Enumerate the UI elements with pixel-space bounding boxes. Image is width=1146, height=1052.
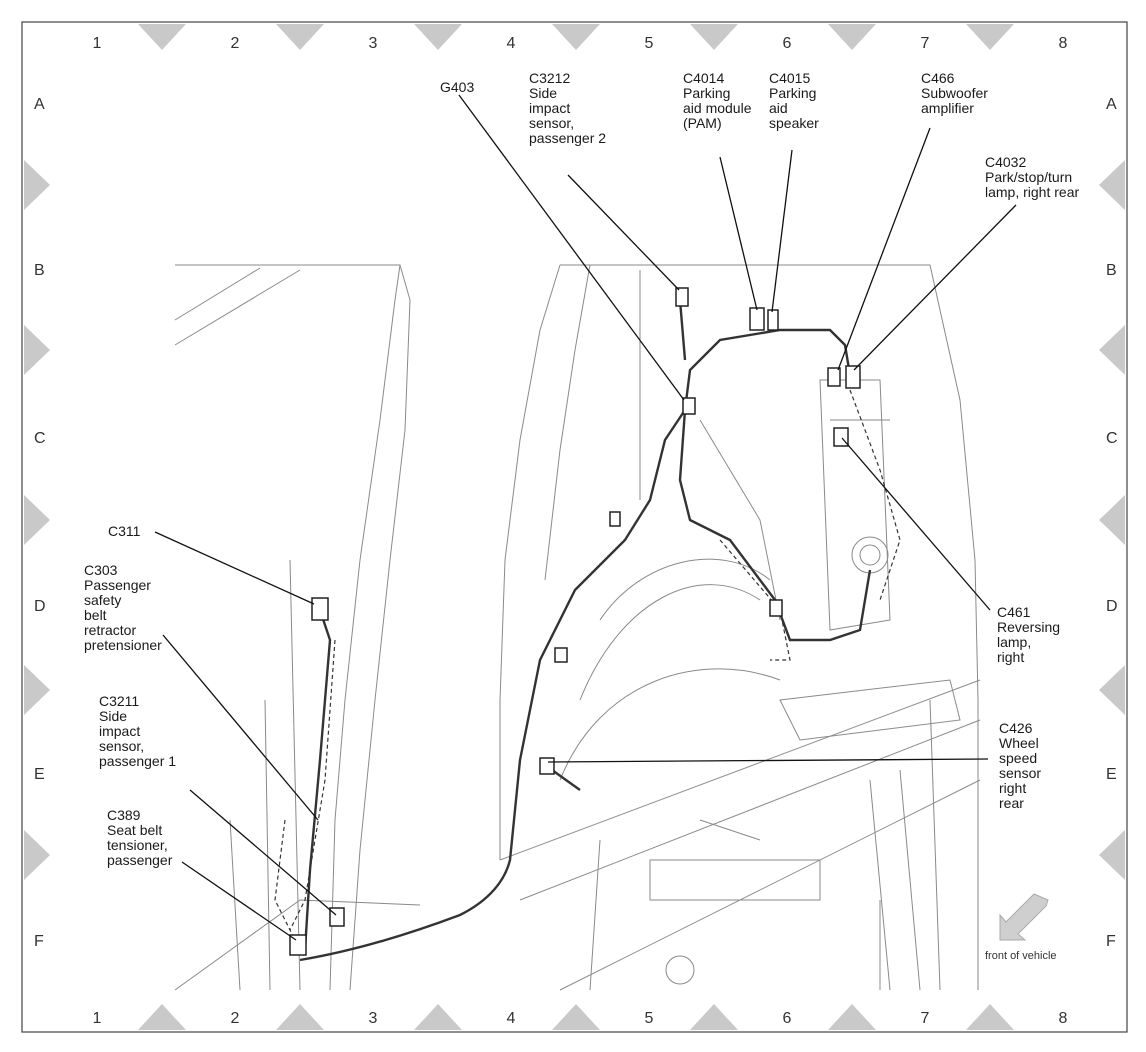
callout-c4014: C4014 Parking aid module (PAM) xyxy=(683,70,752,131)
callout-c466: C466 Subwoofer amplifier xyxy=(921,70,988,116)
callout-c4032: C4032 Park/stop/turn lamp, right rear xyxy=(985,154,1080,200)
grid-row-left-c: C xyxy=(34,430,46,447)
grid-col-bottom-8: 8 xyxy=(1058,1010,1068,1027)
grid-col-bottom-7: 7 xyxy=(920,1010,930,1027)
connectors xyxy=(289,287,861,956)
grid-col-top-3: 3 xyxy=(368,35,378,52)
hidden-wiring xyxy=(274,389,901,941)
callout-c461: C461 Reversing lamp, right xyxy=(997,604,1061,665)
grid-row-right-b: B xyxy=(1106,262,1117,279)
callout-c3211: C3211 Side impact sensor, passenger 1 xyxy=(99,693,177,769)
callout-g403: G403 xyxy=(440,79,475,95)
grid-col-bottom-1: 1 xyxy=(92,1010,102,1027)
grid-col-top-1: 1 xyxy=(92,35,102,52)
grid-col-bottom-2: 2 xyxy=(230,1010,240,1027)
grid-row-right-c: C xyxy=(1106,430,1118,447)
grid-col-top-7: 7 xyxy=(920,35,930,52)
grid-col-top-6: 6 xyxy=(782,35,792,52)
wiring-harness xyxy=(299,299,872,962)
grid-markers xyxy=(24,24,1125,1030)
leader-lines xyxy=(154,94,1017,941)
front-of-vehicle-label: front of vehicle xyxy=(985,950,1057,962)
grid-col-bottom-5: 5 xyxy=(644,1010,654,1027)
grid-row-right-f: F xyxy=(1106,933,1116,950)
grid-row-left-f: F xyxy=(34,933,44,950)
grid-row-left-a: A xyxy=(34,96,45,113)
callout-c389: C389 Seat belt tensioner, passenger xyxy=(107,807,173,868)
callout-c3212: C3212 Side impact sensor, passenger 2 xyxy=(529,70,607,146)
callout-c4015: C4015 Parking aid speaker xyxy=(769,70,819,131)
grid-row-right-a: A xyxy=(1106,96,1117,113)
outer-border xyxy=(21,21,1128,1033)
grid-col-bottom-6: 6 xyxy=(782,1010,792,1027)
callout-c303: C303 Passenger safety belt retractor pre… xyxy=(84,562,162,653)
grid-row-right-e: E xyxy=(1106,766,1117,783)
arrow-front-of-vehicle-icon xyxy=(999,893,1049,941)
grid-col-top-8: 8 xyxy=(1058,35,1068,52)
grid-col-bottom-4: 4 xyxy=(506,1010,516,1027)
grid-row-left-e: E xyxy=(34,766,45,783)
callout-c426: C426 Wheel speed sensor right rear xyxy=(999,720,1042,811)
grid-col-top-4: 4 xyxy=(506,35,516,52)
grid-row-right-d: D xyxy=(1106,598,1118,615)
grid-col-top-5: 5 xyxy=(644,35,654,52)
grid-col-bottom-3: 3 xyxy=(368,1010,378,1027)
callout-c311: C311 xyxy=(108,523,141,539)
grid-row-left-d: D xyxy=(34,598,46,615)
grid-row-left-b: B xyxy=(34,262,45,279)
grid-col-top-2: 2 xyxy=(230,35,240,52)
